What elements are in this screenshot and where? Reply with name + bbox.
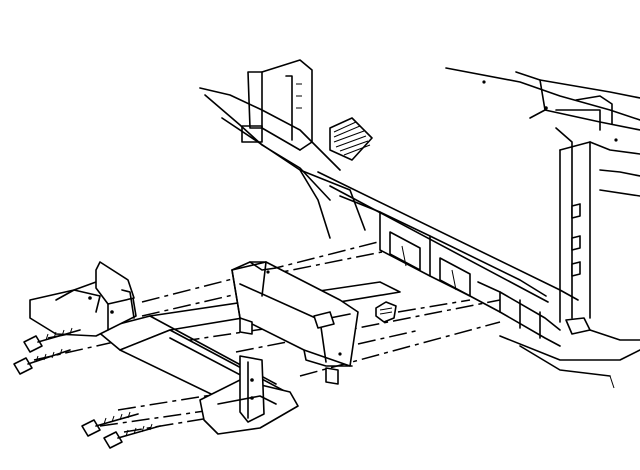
left-bracket — [29, 261, 137, 337]
body-pillar-right — [445, 67, 640, 323]
lower-body-corner — [499, 317, 640, 389]
bolt-left-upper — [23, 327, 81, 353]
clip-fastener — [375, 301, 397, 323]
right-bracket — [199, 355, 299, 435]
bolt-right-lower — [103, 423, 161, 449]
module-box — [231, 261, 359, 385]
bolt-right-upper — [81, 411, 139, 437]
vent-grille — [329, 117, 373, 161]
bolt-left-lower — [13, 348, 71, 375]
body-pillar-left — [199, 59, 366, 239]
